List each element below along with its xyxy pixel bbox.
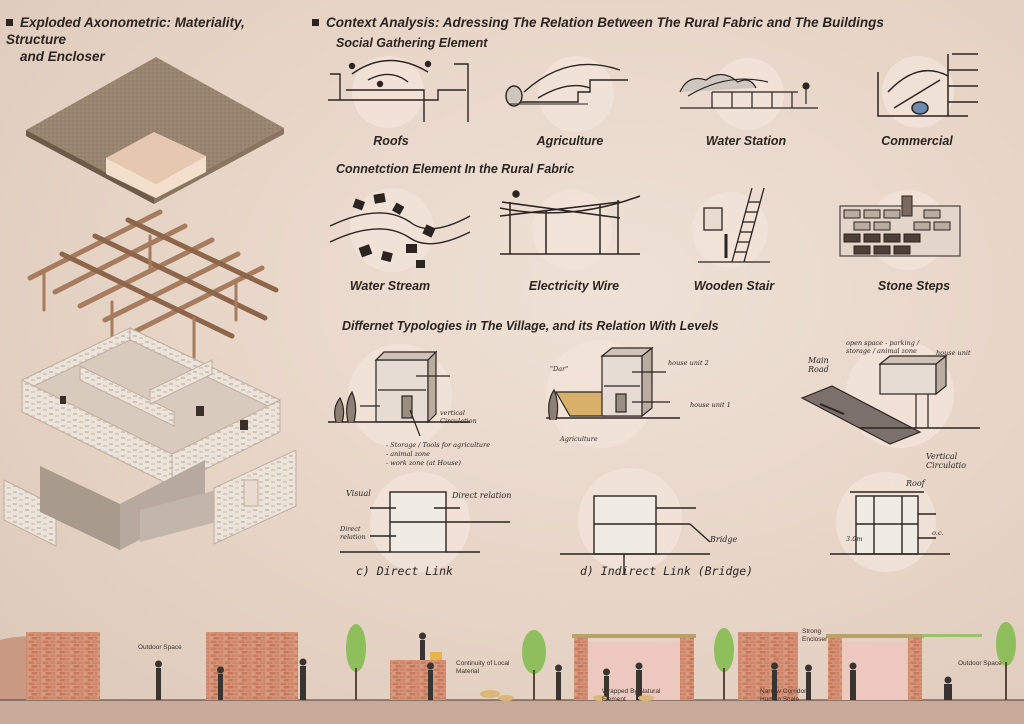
visual-note: Visual [346, 489, 371, 498]
connection-caption-stone-steps: Stone Steps [877, 279, 951, 293]
connection-sketches [329, 187, 961, 272]
brick-walls [26, 632, 982, 700]
exploded-axonometric-heading: Exploded Axonometric: Materiality, Struc… [6, 15, 245, 64]
people-figures [155, 632, 952, 700]
roof-note: Roof [906, 479, 925, 488]
bullet-square-icon [6, 19, 13, 26]
bullet-square-icon [312, 19, 319, 26]
connection-caption-water-stream: Water Stream [349, 279, 431, 293]
direct-relation-note: Direct relation [452, 491, 512, 500]
direct-link-caption: c) Direct Link [356, 564, 453, 578]
t1-list-note-3: - work zone (at House) [386, 459, 461, 467]
trees [346, 622, 1016, 700]
section-link-sketch [830, 491, 950, 555]
stone-steps-sketch [839, 195, 961, 257]
water-stream-sketch [329, 193, 471, 268]
label-continuity: Continuity of Local Material [456, 660, 510, 675]
wooden-stair-sketch [698, 187, 770, 263]
t3-unit-note: house unit [936, 349, 971, 357]
water-station-sketch [679, 73, 818, 109]
social-caption-roofs: Roofs [373, 134, 409, 148]
label-narrow: Narrow Corridor, Human Scale [760, 688, 808, 703]
connection-element-heading: Connetction Element In the Rural Fabric [336, 162, 575, 176]
label-wrapped: Wrapped By Natural Element [602, 688, 661, 703]
commercial-sketch [877, 53, 978, 117]
t1-list-note-1: - Storage / Tools for agriculture [386, 441, 491, 449]
social-caption-commercial: Commercial [881, 134, 953, 148]
oc-note: o.c. [932, 529, 944, 537]
social-caption-agriculture: Agriculture [536, 134, 604, 148]
label-strong: Strong Encloser [802, 628, 828, 643]
sand-stones [480, 690, 654, 701]
connection-caption-wooden-stair: Wooden Stair [693, 279, 775, 293]
typology-2-sketch [546, 346, 680, 421]
social-gathering-heading: Social Gathering Element [336, 36, 488, 50]
label-outdoor-right: Outdoor Space [958, 660, 1002, 667]
t3-open-note: open space - parking / storage / animal … [846, 339, 920, 355]
roof-layer [26, 57, 284, 204]
indirect-link-caption: d) Indirect Link (Bridge) [580, 564, 754, 578]
label-outdoor-left: Outdoor Space [138, 644, 182, 651]
agriculture-sketch [505, 63, 628, 107]
stone-walls-layer [20, 327, 282, 487]
enclosure-panels-layer [3, 449, 297, 550]
street-section [0, 622, 1024, 724]
electricity-wire-sketch [499, 190, 641, 255]
social-sketches [328, 53, 978, 132]
direct-link-sketch [340, 491, 510, 553]
connection-caption-electricity-wire: Electricity Wire [528, 279, 620, 293]
context-analysis-heading: Context Analysis: Adressing The Relation… [312, 14, 884, 31]
t1-vertical-note: vertical Circulation [440, 409, 477, 425]
bridge-link-sketch [560, 495, 711, 574]
typology-3-sketch [800, 354, 980, 445]
bridge-note: Bridge [710, 535, 738, 544]
direct-relation-small-note: Direct relation [340, 525, 366, 541]
t2-unit2-note: house unit 2 [668, 359, 709, 367]
link-diagrams [340, 468, 950, 574]
roofs-sketch [328, 59, 469, 122]
t3-road-note: Main Road [808, 356, 829, 374]
t1-list-note-2: - animal zone [386, 450, 430, 458]
typology-sketches [328, 340, 980, 448]
exploded-axonometric-drawing [3, 57, 297, 550]
typologies-heading: Differnet Typologies in The Village, and… [342, 319, 719, 333]
social-caption-water-station: Water Station [705, 134, 787, 148]
t2-agri-note: Agriculture [560, 435, 598, 443]
t3-vert-note: Vertical Circulatio [926, 452, 967, 470]
typology-1-sketch [328, 350, 470, 437]
t2-dar-note: "Dar" [550, 365, 569, 373]
t2-unit1-note: house unit 1 [690, 401, 731, 409]
three-meter-note: 3.0m [846, 535, 863, 543]
timber-structure-layer [27, 209, 279, 360]
